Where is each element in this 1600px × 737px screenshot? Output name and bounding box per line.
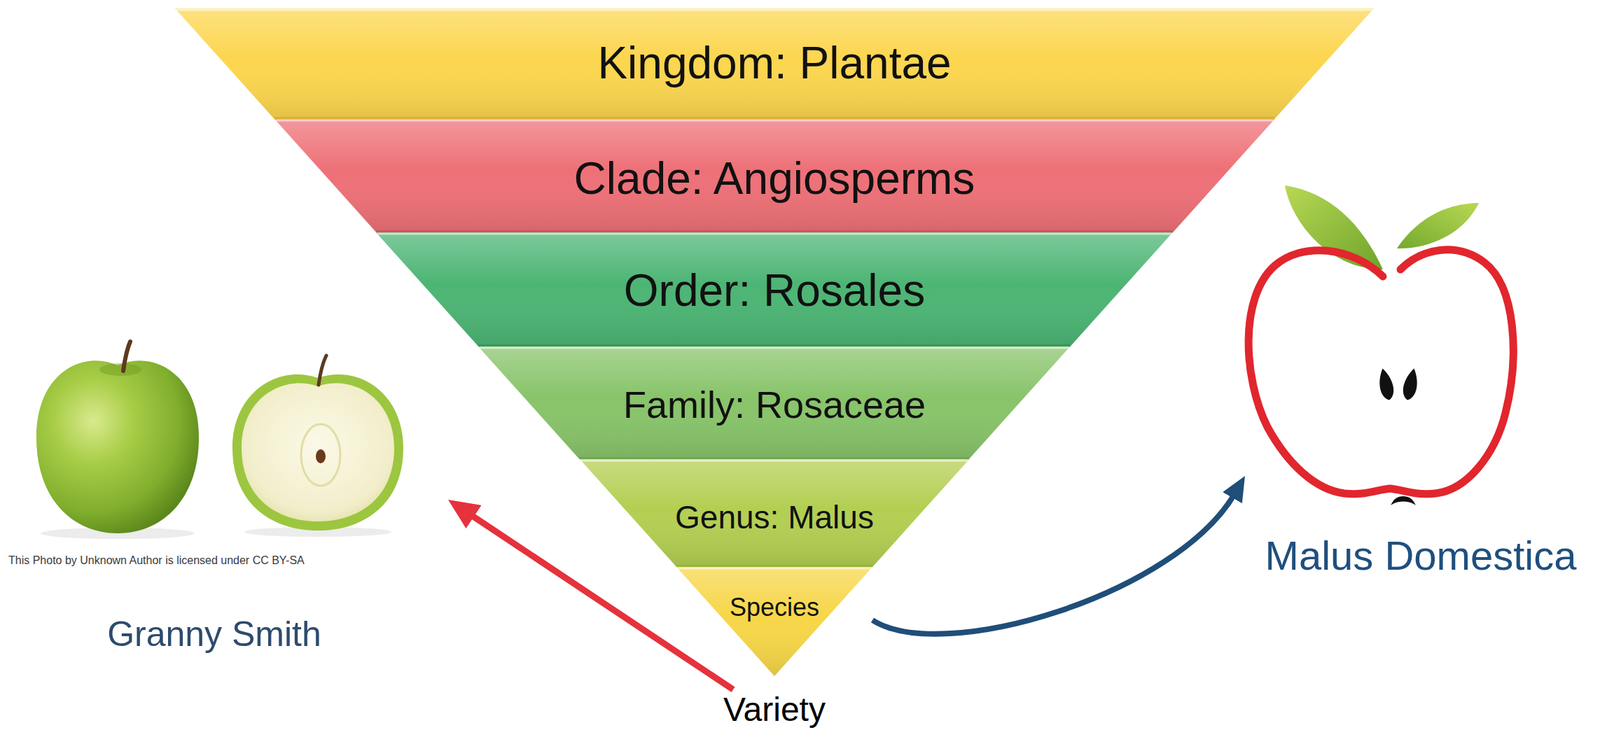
rank-label: Species: [729, 592, 820, 623]
apple-nub: [1393, 497, 1414, 504]
whole-apple: [36, 360, 199, 534]
band-fill: [376, 232, 1173, 347]
band-bevel: [676, 567, 873, 677]
rank-label: Family: Rosaceae: [623, 382, 926, 428]
band-edge: [579, 457, 970, 460]
species-name: Malus Domestica: [1265, 531, 1577, 581]
variety-name: Granny Smith: [107, 613, 322, 656]
band-highlight: [377, 233, 1172, 236]
rank-label: Clade: Angiosperms: [574, 151, 976, 206]
illustrated-node: Malus Domestica: [1242, 178, 1597, 582]
taxonomy-band: Kingdom: Plantae: [175, 8, 1374, 120]
band-fill: [579, 459, 970, 568]
apple-outline: [1248, 249, 1514, 495]
band-highlight: [275, 119, 1273, 122]
apple-dimple: [99, 363, 142, 377]
taxonomy-band: Order: Rosales: [376, 232, 1173, 347]
illustrated-node: This Photo by Unknown Author is licensed…: [0, 336, 449, 666]
rank-label: Kingdom: Plantae: [597, 36, 951, 91]
apple-seed: [1401, 367, 1421, 402]
band-bevel: [376, 232, 1173, 347]
apple-leaf: [1284, 185, 1383, 270]
apple-core: [301, 424, 341, 486]
rank-label: Order: Rosales: [623, 263, 925, 318]
apple-leaf: [1396, 203, 1479, 249]
band-bevel: [274, 119, 1275, 233]
rank-node: Variety: [717, 688, 832, 732]
band-edge: [274, 116, 1275, 120]
taxonomy-band: Clade: Angiosperms: [274, 119, 1275, 233]
apple-stem: [318, 355, 327, 386]
apple-stem: [123, 341, 131, 372]
band-fill: [676, 567, 873, 677]
apple-icon: [1248, 185, 1514, 503]
half-apple-skin: [232, 374, 404, 531]
connector-arrow: [872, 492, 1236, 634]
apple-seed: [315, 449, 326, 464]
band-highlight: [176, 9, 1373, 12]
band-fill: [478, 346, 1070, 460]
band-bevel: [579, 459, 970, 568]
band-highlight: [479, 347, 1069, 350]
band-edge: [478, 344, 1070, 347]
rank-label: Genus: Malus: [675, 498, 874, 538]
photo-credit: This Photo by Unknown Author is licensed…: [8, 553, 305, 568]
band-bevel: [478, 346, 1070, 460]
apple-seed: [1375, 367, 1396, 402]
rank-label: Variety: [723, 689, 826, 731]
taxonomy-band: Family: Rosaceae: [478, 346, 1070, 460]
band-edge: [676, 565, 873, 568]
half-apple-flesh: [241, 383, 395, 522]
band-bevel: [175, 8, 1374, 120]
taxonomy-band: Species: [676, 567, 873, 677]
band-fill: [175, 8, 1374, 120]
band-highlight: [581, 460, 968, 463]
granny-smith-photo: [36, 341, 404, 540]
band-highlight: [677, 567, 872, 570]
band-fill: [274, 119, 1275, 233]
taxonomy-band: Genus: Malus: [579, 459, 970, 568]
band-edge: [376, 230, 1173, 233]
